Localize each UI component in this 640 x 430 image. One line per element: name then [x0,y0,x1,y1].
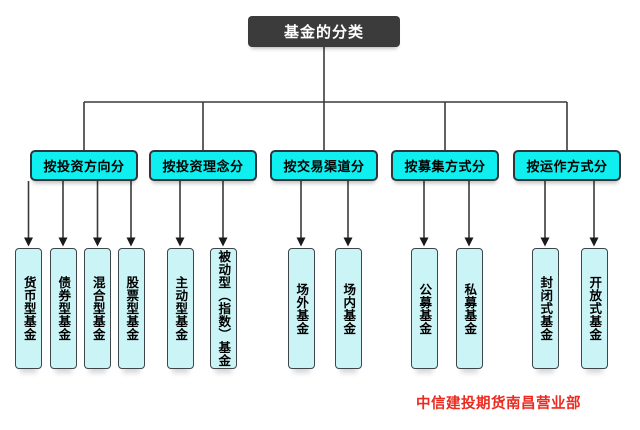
leaf-label: 封闭式基金 [538,276,554,341]
leaf-label: 被动型（指数）基金 [216,250,232,367]
leaf-label: 主动型基金 [173,276,189,341]
diagram-title: 基金的分类 [248,16,400,47]
leaf-box-public-fund: 公募基金 [410,248,438,369]
leaf-box-exchange-fund: 场内基金 [334,248,362,369]
leaf-box-active-fund: 主动型基金 [166,248,194,369]
branch-watermark: 中信建投期货南昌营业部 [416,396,581,412]
leaf-label: 公募基金 [417,282,433,335]
leaf-label: 场内基金 [341,282,357,335]
leaf-box-otc-fund: 场外基金 [287,248,315,369]
leaf-box-closed-end-fund: 封闭式基金 [531,248,559,369]
leaf-label: 开放式基金 [587,276,603,341]
leaf-box-stock-fund: 股票型基金 [117,248,145,369]
category-box-investment-direction: 按投资方向分 [30,150,138,181]
category-box-operation-mode: 按运作方式分 [513,150,621,181]
leaf-label: 私募基金 [462,282,478,335]
leaf-box-private-fund: 私募基金 [455,248,483,369]
leaf-label: 场外基金 [294,282,310,335]
leaf-box-bond-fund: 债券型基金 [49,248,77,369]
leaf-box-money-fund: 货币型基金 [15,248,42,369]
category-box-trading-channel: 按交易渠道分 [270,150,378,181]
leaf-box-open-end-fund: 开放式基金 [580,248,608,369]
category-box-investment-philosophy: 按投资理念分 [149,150,257,181]
category-box-fundraising-method: 按募集方式分 [391,150,499,181]
leaf-label: 股票型基金 [124,276,140,341]
leaf-box-hybrid-fund: 混合型基金 [84,248,111,369]
leaf-box-passive-index-fund: 被动型（指数）基金 [209,248,237,369]
leaf-label: 混合型基金 [90,276,106,341]
leaf-label: 货币型基金 [21,276,37,341]
arrowhead-icons [24,237,599,247]
leaf-label: 债券型基金 [56,276,72,341]
